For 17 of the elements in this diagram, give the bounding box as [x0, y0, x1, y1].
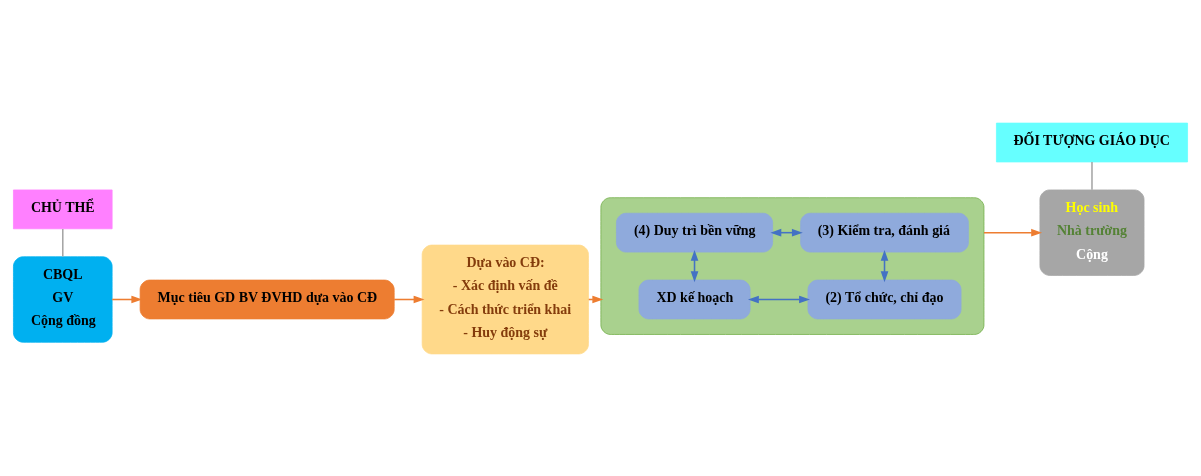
node-box: Học sinh Nhà trường Cộng [1039, 189, 1145, 276]
node-box: XD kế hoạch [638, 279, 751, 319]
node-box: Dựa vào CĐ: - Xác định vấn đề - Cách thức triển khai - Huy động sự [421, 244, 589, 354]
cluster [600, 196, 985, 335]
arrow [983, 228, 1043, 236]
node-box: ĐỐI TƯỢNG GIÁO DỤC [996, 122, 1188, 162]
node-box: (2) Tổ chức, chỉ đạo [807, 279, 962, 319]
connector [62, 227, 64, 257]
arrow [111, 295, 143, 303]
node-box: (4) Duy trì bền vững [616, 212, 773, 252]
connector [1091, 160, 1093, 190]
arrow [393, 295, 425, 303]
node-box: CBQL GV Cộng đồng [13, 255, 113, 343]
node-box: CHỦ THỂ [13, 189, 113, 229]
node-box: Mục tiêu GD BV ĐVHD dựa vào CĐ [139, 279, 395, 319]
arrow [747, 295, 810, 303]
node-box: (3) Kiểm tra, đánh giá [800, 212, 969, 252]
